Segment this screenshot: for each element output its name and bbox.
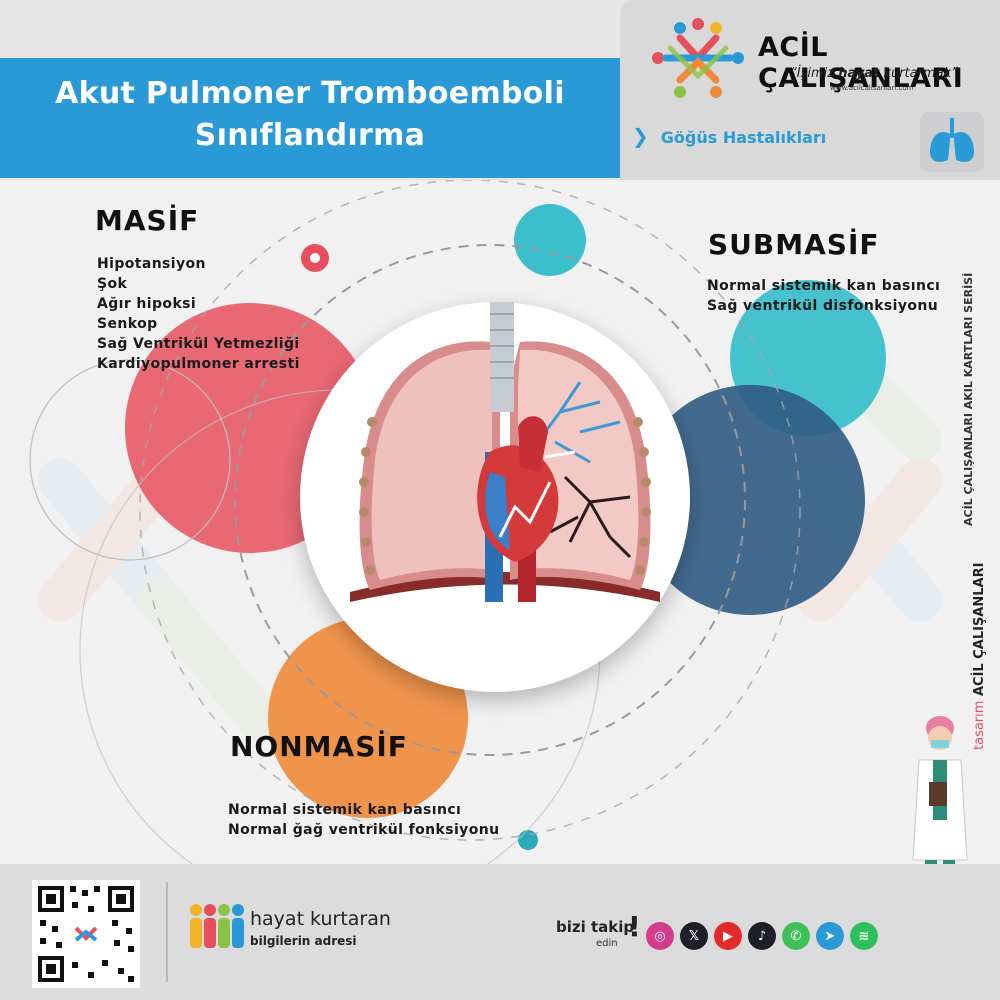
tagline-line-2: bilgilerin adresi bbox=[250, 934, 357, 948]
nonmasif-item: Normal sistemik kan basıncı bbox=[228, 802, 462, 818]
masif-title: MASİF bbox=[95, 204, 200, 237]
qr-code bbox=[32, 880, 140, 988]
tiktok-icon[interactable]: ♪ bbox=[748, 922, 776, 950]
title-line-2: Sınıflandırma bbox=[194, 118, 426, 153]
nonmasif-title: NONMASİF bbox=[230, 730, 408, 763]
title-banner: Akut Pulmoner Tromboemboli Sınıflandırma bbox=[0, 58, 620, 178]
brand-name: ACİL ÇALIŞANLARI bbox=[758, 32, 964, 94]
series-vertical-label: ACİL ÇALIŞANLARI AKIL KARTLARI SERİSİ bbox=[962, 272, 975, 526]
spotify-icon[interactable]: ≋ bbox=[850, 922, 878, 950]
footer: hayat kurtaran bilgilerin adresi bizi ta… bbox=[0, 864, 1000, 1000]
tagline-line-1: hayat kurtaran bbox=[250, 908, 391, 930]
youtube-icon[interactable]: ▶ bbox=[714, 922, 742, 950]
category-label: Göğüs Hastalıkları bbox=[660, 128, 827, 147]
masif-item: Hipotansiyon bbox=[97, 256, 206, 272]
submasif-item: Sağ ventrikül disfonksiyonu bbox=[707, 298, 939, 314]
masif-item: Şok bbox=[97, 276, 128, 292]
masif-item: Kardiyopulmoner arresti bbox=[97, 356, 300, 372]
brand-logo-icon bbox=[652, 18, 744, 98]
follow-sub-label: edin bbox=[596, 938, 618, 949]
title-line-1: Akut Pulmoner Tromboemboli bbox=[55, 76, 565, 111]
instagram-icon[interactable]: ◎ bbox=[646, 922, 674, 950]
whatsapp-icon[interactable]: ✆ bbox=[782, 922, 810, 950]
category-link[interactable]: ❯ Göğüs Hastalıkları bbox=[632, 124, 826, 148]
submasif-item: Normal sistemik kan basıncı bbox=[707, 278, 941, 294]
masif-item: Ağır hipoksi bbox=[97, 296, 197, 312]
exclamation-icon: ! bbox=[628, 910, 641, 943]
brand-url: www.acilcalisanlari.com bbox=[830, 84, 914, 92]
footer-divider bbox=[166, 882, 168, 982]
brand-panel: ACİL ÇALIŞANLARI “İşimiz hayat kurtarmak… bbox=[620, 0, 1000, 180]
masif-item: Sağ Ventrikül Yetmezliği bbox=[97, 336, 300, 352]
chevron-right-icon: ❯ bbox=[632, 124, 649, 148]
submasif-title: SUBMASİF bbox=[708, 228, 880, 261]
lungs-icon bbox=[920, 112, 984, 172]
follow-label: bizi takip bbox=[556, 918, 635, 936]
people-logo-icon bbox=[190, 904, 244, 948]
heart-lungs-illustration bbox=[350, 302, 660, 602]
x-icon[interactable]: 𝕏 bbox=[680, 922, 708, 950]
telegram-icon[interactable]: ➤ bbox=[816, 922, 844, 950]
nonmasif-item: Normal ğağ ventrikül fonksiyonu bbox=[228, 822, 500, 838]
masif-item: Senkop bbox=[97, 316, 158, 332]
brand-slogan: “İşimiz hayat kurtarmak” bbox=[790, 66, 958, 81]
